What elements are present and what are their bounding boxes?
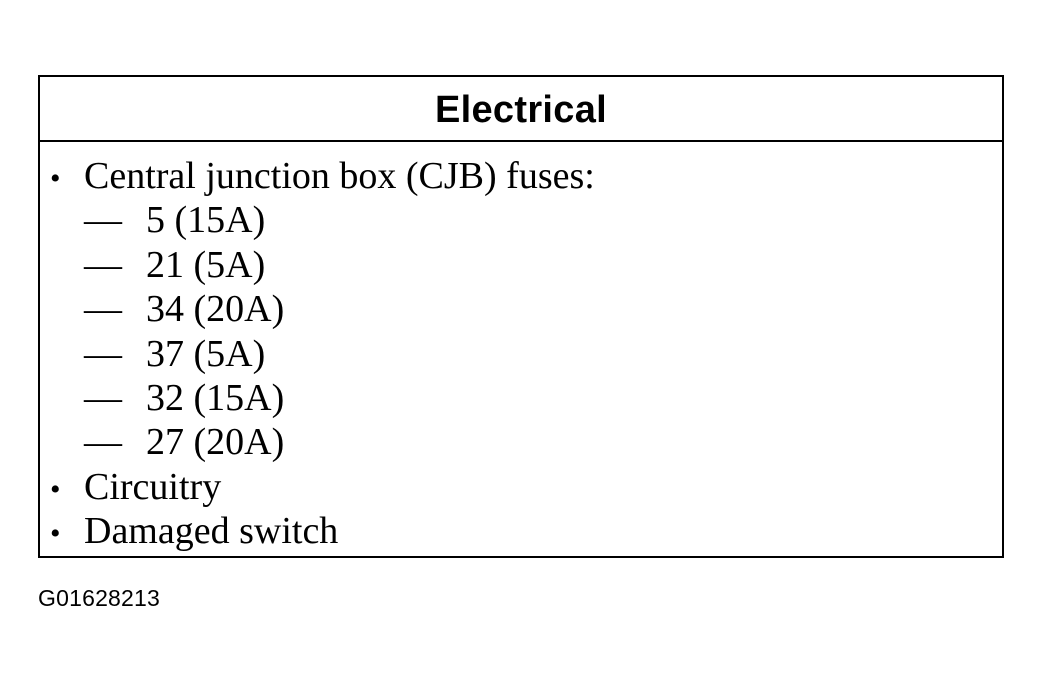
cause-list: • Central junction box (CJB) fuses: — 5 … [40,142,1002,554]
table-header: Electrical [40,77,1002,142]
sub-list-item-text: 37 (5A) [146,332,266,375]
sub-list-item: — 32 (15A) [50,376,1002,420]
list-item-text: Damaged switch [84,510,339,553]
sub-list-item: — 34 (20A) [50,287,1002,331]
sub-list-item: — 5 (15A) [50,198,1002,242]
list-item: • Circuitry [50,465,1002,509]
list-item: • Central junction box (CJB) fuses: [50,154,1002,198]
sub-list-item: — 37 (5A) [50,332,1002,376]
dash-icon: — [84,199,122,242]
bullet-icon: • [50,517,61,551]
sub-list-item-text: 27 (20A) [146,421,285,464]
sub-list-item-text: 32 (15A) [146,376,285,419]
list-item-text: Circuitry [84,465,222,508]
bullet-icon: • [50,472,61,506]
list-item: • Damaged switch [50,509,1002,553]
dash-icon: — [84,243,122,286]
list-item-text: Central junction box (CJB) fuses: [84,155,595,197]
sub-list-item-text: 21 (5A) [146,243,266,286]
electrical-table: Electrical • Central junction box (CJB) … [38,75,1004,558]
sub-list-item-text: 5 (15A) [146,199,266,242]
sub-list-item: — 27 (20A) [50,420,1002,464]
dash-icon: — [84,421,122,464]
dash-icon: — [84,376,122,419]
dash-icon: — [84,332,122,375]
table-title: Electrical [435,89,607,131]
bullet-icon: • [50,162,61,195]
figure-id: G01628213 [38,585,161,611]
dash-icon: — [84,288,122,331]
sub-list-item-text: 34 (20A) [146,288,285,331]
sub-list-item: — 21 (5A) [50,243,1002,287]
